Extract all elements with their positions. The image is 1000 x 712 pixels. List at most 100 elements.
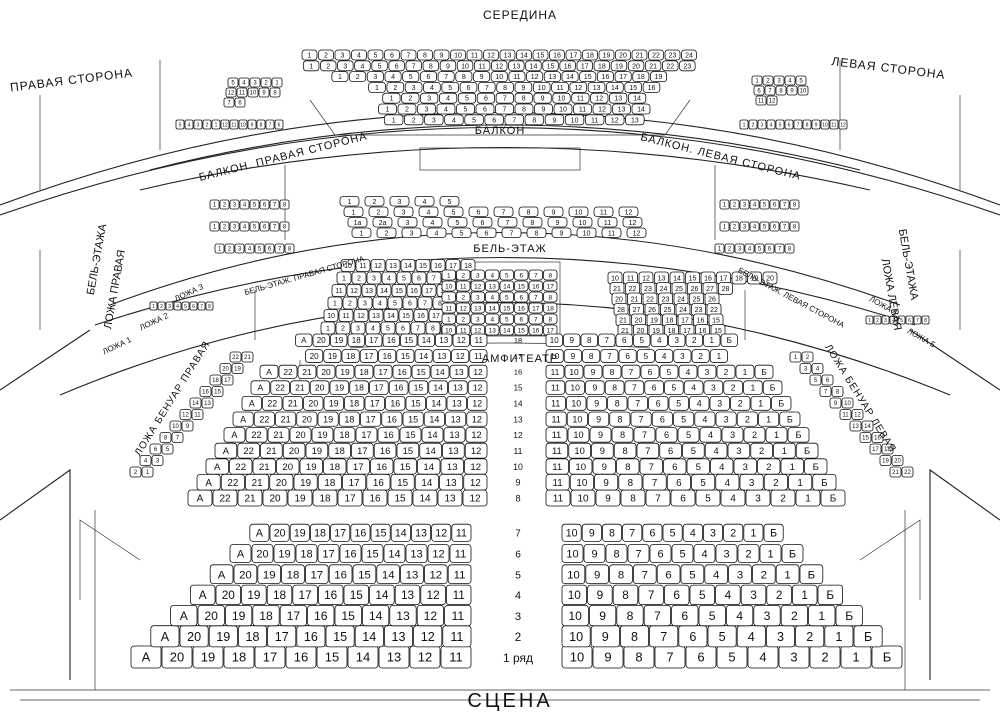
seat-box[interactable] <box>773 75 785 86</box>
parter-seat[interactable]: 6 <box>640 364 660 379</box>
seat-box[interactable] <box>366 271 382 285</box>
seat-box[interactable] <box>259 199 270 210</box>
seat-box[interactable] <box>589 605 617 627</box>
seat-box[interactable] <box>389 605 417 627</box>
seat-box[interactable] <box>784 119 794 130</box>
amfiteatr-seat[interactable]: 4 <box>381 271 397 285</box>
seat-box[interactable] <box>441 280 456 292</box>
parter-seat[interactable]: 11 <box>451 523 472 542</box>
beletazh-seat[interactable]: 2 <box>368 206 389 217</box>
parter-seat[interactable]: 15 <box>352 564 377 584</box>
benuar-seat[interactable]: 22 <box>229 351 242 363</box>
amfiteatr-seat[interactable]: 17 <box>421 284 437 297</box>
parter-seat[interactable]: 6 <box>649 544 672 563</box>
benuar-seat[interactable]: 10 <box>841 397 854 409</box>
seat-box[interactable] <box>586 395 607 411</box>
parter-seat[interactable]: 2 <box>763 473 788 491</box>
seat-box[interactable] <box>441 82 459 93</box>
seat-box[interactable] <box>384 71 402 82</box>
seat-box[interactable] <box>655 427 678 443</box>
balkon-seat[interactable]: 10 <box>553 103 573 115</box>
seat-box[interactable] <box>205 458 229 475</box>
seat-box[interactable] <box>831 386 844 397</box>
seat-box[interactable] <box>364 395 385 411</box>
seat-box[interactable] <box>871 432 884 443</box>
balkon-seat[interactable]: 6 <box>384 49 400 61</box>
seat-box[interactable] <box>668 395 689 411</box>
seat-box[interactable] <box>545 395 566 411</box>
seat-box[interactable] <box>715 544 738 563</box>
parter-seat[interactable]: 5 <box>682 442 705 459</box>
benuar-seat[interactable]: 13 <box>849 420 862 432</box>
parter-seat[interactable]: 16 <box>296 625 326 648</box>
parter-seat[interactable]: 4 <box>747 645 779 669</box>
seat-box[interactable] <box>602 523 623 542</box>
seat-box[interactable] <box>626 227 647 238</box>
seat-box[interactable] <box>752 564 776 584</box>
amfiteatr-seat[interactable]: 3 <box>350 321 366 335</box>
seat-box[interactable] <box>390 523 411 542</box>
parter-seat[interactable]: 20 <box>282 442 306 459</box>
seat-box[interactable] <box>881 315 890 325</box>
parter-seat[interactable]: 16 <box>382 333 400 347</box>
parter-seat[interactable]: 13 <box>446 395 467 411</box>
seat-box[interactable] <box>431 523 452 542</box>
amfiteatr-seat[interactable]: 7 <box>528 313 543 325</box>
parter-seat[interactable]: А <box>205 458 229 475</box>
seat-box[interactable] <box>405 544 428 563</box>
seat-box[interactable] <box>563 333 581 347</box>
seat-box[interactable] <box>292 584 318 606</box>
amfiteatr-seat[interactable]: 14 <box>400 259 416 272</box>
seat-box[interactable] <box>443 427 466 443</box>
seat-box[interactable] <box>372 217 393 228</box>
parter-seat[interactable]: 2 <box>780 605 809 627</box>
parter-seat[interactable]: 13 <box>449 364 469 379</box>
seat-box[interactable] <box>618 349 637 363</box>
parter-seat[interactable]: 4 <box>715 584 741 606</box>
balkon-side-seat[interactable]: 6 <box>274 119 284 130</box>
parter-seat[interactable]: 22 <box>220 473 245 491</box>
seat-box[interactable] <box>485 313 500 325</box>
seat-box[interactable] <box>449 364 469 379</box>
beletazh-seat[interactable]: 1 <box>343 206 364 217</box>
seat-box[interactable] <box>452 333 470 347</box>
parter-seat[interactable]: 2 <box>757 458 781 475</box>
seat-box[interactable] <box>734 243 745 254</box>
parter-seat[interactable]: 22 <box>253 411 275 427</box>
seat-box[interactable] <box>659 364 679 379</box>
seat-box[interactable] <box>663 458 687 475</box>
seat-box[interactable] <box>369 380 389 395</box>
amfiteatr-seat[interactable]: 8 <box>543 313 558 325</box>
seat-box[interactable] <box>387 296 403 310</box>
beletazh-seat[interactable]: 3 <box>389 196 410 207</box>
parter-seat[interactable]: 1 <box>824 625 854 648</box>
parter-seat[interactable]: 16 <box>362 489 388 507</box>
seat-box[interactable] <box>636 349 655 363</box>
beletazh-seat[interactable]: 7 <box>501 227 522 238</box>
lozha-seat[interactable]: 3 <box>881 315 890 325</box>
seat-box[interactable] <box>839 409 852 420</box>
balkon-seat[interactable]: 13 <box>612 103 631 115</box>
seat-box[interactable] <box>501 227 522 238</box>
parter-seat[interactable]: 12 <box>420 584 446 606</box>
seat-box[interactable] <box>405 60 422 72</box>
parter-seat[interactable]: Б <box>820 489 846 507</box>
parter-seat[interactable]: 10 <box>561 544 584 563</box>
seat-box[interactable] <box>446 395 467 411</box>
balkon-seat[interactable]: 11 <box>551 82 569 93</box>
parter-seat[interactable]: 2 <box>716 364 736 379</box>
parter-seat[interactable]: Б <box>787 427 810 443</box>
parter-seat[interactable]: 10 <box>561 564 586 584</box>
balkon-seat[interactable]: 3 <box>334 49 351 61</box>
balkon-seat[interactable]: 6 <box>475 103 495 115</box>
seat-box[interactable] <box>249 221 260 232</box>
parter-seat[interactable]: А <box>241 395 262 411</box>
parter-seat[interactable]: 20 <box>161 645 193 669</box>
seat-box[interactable] <box>680 564 705 584</box>
seat-box[interactable] <box>759 199 770 210</box>
seat-box[interactable] <box>739 199 750 210</box>
amfiteatr-seat[interactable]: 2 <box>335 321 351 335</box>
seat-box[interactable] <box>566 395 587 411</box>
seat-box[interactable] <box>621 364 641 379</box>
seat-box[interactable] <box>424 114 444 126</box>
